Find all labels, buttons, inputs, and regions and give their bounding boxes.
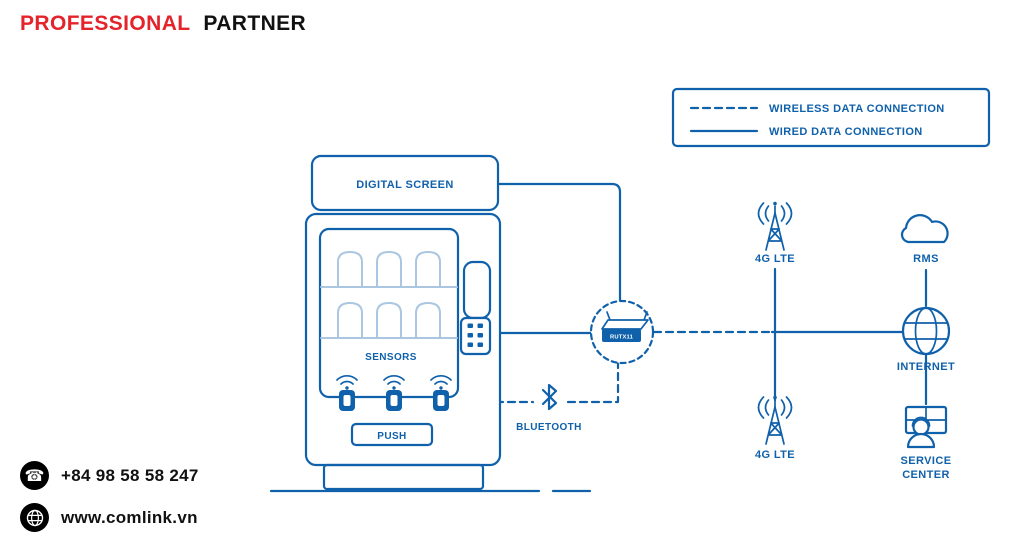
bottle-icon — [376, 250, 402, 288]
legend: WIRELESS DATA CONNECTION WIRED DATA CONN… — [671, 87, 991, 148]
lte-tower-icon — [757, 201, 793, 251]
service-center: SERVICE CENTER — [901, 405, 952, 481]
bluetooth-icon — [541, 383, 558, 411]
rms-cloud-icon — [900, 214, 949, 244]
router-front-face — [602, 329, 641, 342]
router-icon: RUTX11 — [601, 311, 649, 342]
tower-mast — [765, 212, 785, 251]
bottle-icon — [415, 250, 441, 288]
keypad-key — [467, 333, 473, 338]
brand-header: PROFESSIONAL PARTNER — [20, 12, 306, 36]
keypad-key — [477, 342, 483, 347]
product-shelves — [320, 250, 458, 339]
rutx11-router: RUTX11 — [589, 299, 655, 365]
lte-tower-icon — [757, 395, 793, 445]
sensor-dot — [345, 386, 349, 390]
sensor-device-screen — [437, 395, 445, 406]
bottle-icon — [337, 301, 363, 339]
legend-wireless-label: WIRELESS DATA CONNECTION — [769, 103, 945, 115]
sensor-dot — [439, 386, 443, 390]
website-contact-row: www.comlink.vn — [20, 503, 199, 532]
tower-antenna-dot — [773, 201, 777, 206]
keypad — [459, 316, 492, 356]
sensor-icons — [336, 374, 452, 411]
lte-bottom-label: 4G LTE — [755, 449, 795, 461]
phone-contact-row: ☎ +84 98 58 58 247 — [20, 461, 199, 490]
sensor-wave-icon — [383, 374, 405, 381]
bottle-icon — [337, 250, 363, 288]
headset-icon — [911, 416, 931, 427]
rms-label: RMS — [913, 253, 939, 265]
website-url: www.comlink.vn — [61, 507, 198, 527]
sensor-wave-icon — [434, 380, 448, 385]
sensor-wave-icon — [387, 380, 401, 385]
router-antenna — [606, 311, 648, 321]
legend-wired-label: WIRED DATA CONNECTION — [769, 126, 923, 138]
sensor-wave-icon — [336, 374, 358, 381]
internet-globe-icon — [901, 306, 951, 356]
agent-shoulders — [906, 432, 936, 449]
service-center-label-line1: SERVICE — [901, 455, 952, 467]
brand-name-secondary: PARTNER — [203, 12, 307, 35]
sensor-wave-icon — [340, 380, 354, 385]
phone-icon: ☎ — [20, 461, 49, 490]
lte-top-label: 4G LTE — [755, 253, 795, 265]
globe-latitude-lines — [904, 322, 948, 340]
agent-head — [912, 418, 930, 436]
bluetooth-label: BLUETOOTH — [516, 422, 582, 433]
keypad-key — [477, 323, 483, 328]
rms: RMS — [900, 214, 949, 265]
sensor-dot — [392, 386, 396, 390]
wireless-line-sensors-to-router — [338, 359, 620, 404]
globe-icon — [20, 503, 49, 532]
keypad-panel — [459, 316, 492, 356]
router-model-label: RUTX11 — [610, 335, 634, 341]
internet-label: INTERNET — [897, 361, 955, 373]
push-button-label: PUSH — [377, 431, 406, 442]
radio-wave-icon — [757, 396, 793, 419]
tower-antenna-dot — [773, 395, 777, 400]
phone-number: +84 98 58 58 247 — [61, 465, 199, 485]
push-button — [350, 422, 434, 447]
keypad-key — [467, 342, 473, 347]
keypad-key — [477, 333, 483, 338]
machine-base — [322, 463, 485, 491]
sensor-wave-icon — [430, 374, 452, 381]
keypad-key — [467, 323, 473, 328]
internet: INTERNET — [897, 306, 955, 373]
digital-screen-label: DIGITAL SCREEN — [356, 179, 453, 191]
lte-top: 4G LTE — [755, 201, 795, 265]
connections — [269, 182, 928, 493]
brand-name-primary: PROFESSIONAL — [20, 12, 191, 35]
radio-wave-icon — [757, 202, 793, 225]
sensor-device-screen — [390, 395, 398, 406]
globe-meridian — [914, 307, 938, 355]
bluetooth: BLUETOOTH — [516, 381, 582, 433]
contact-block: ☎ +84 98 58 58 247 www.comlink.vn — [20, 461, 199, 532]
tower-mast — [765, 406, 785, 445]
bottle-icon — [415, 301, 441, 339]
lte-bottom: 4G LTE — [755, 395, 795, 461]
sensors-label: SENSORS — [365, 352, 417, 363]
wired-line-screen-to-router — [496, 182, 622, 303]
sensor-device-screen — [343, 395, 351, 406]
service-center-label-line2: CENTER — [902, 469, 950, 481]
router-top-face — [601, 319, 649, 330]
vending-machine: DIGITAL SCREEN SENSORS — [304, 154, 502, 491]
bottle-icon — [376, 301, 402, 339]
digital-screen-panel — [310, 154, 500, 212]
